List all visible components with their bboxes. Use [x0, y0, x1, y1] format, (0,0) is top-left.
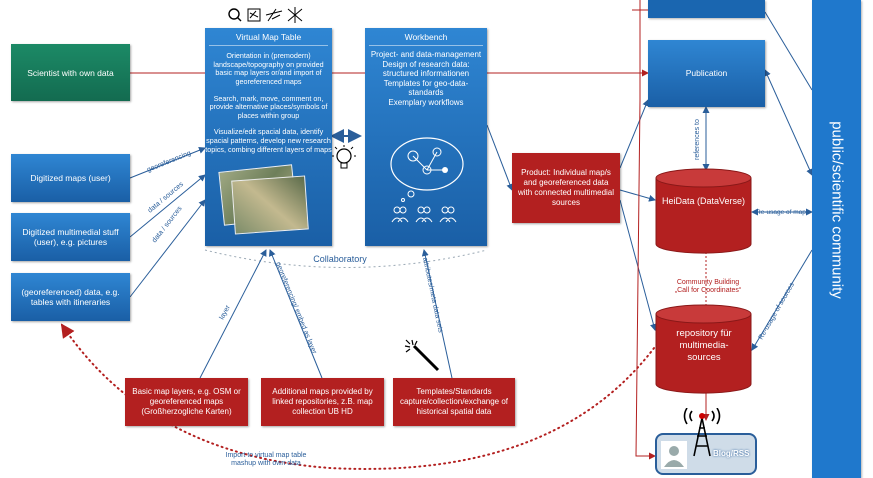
- community-building-text: Community Building „Call for Coordinates…: [658, 279, 758, 296]
- lightbulb-icon: [332, 145, 356, 169]
- basic-layers-box: Basic map layers, e.g. OSM or georeferen…: [125, 378, 248, 426]
- antenna-icon: [683, 408, 721, 457]
- label-layer: layer: [219, 304, 233, 321]
- scientist-box: Scientist with own data: [11, 44, 130, 101]
- label-attributes: attributes/meta data sets: [421, 257, 444, 334]
- import-text: Import to virtual map table mashup with …: [210, 452, 322, 469]
- heidata-label: HeiData (DataVerse): [661, 196, 746, 206]
- magnifier-icon: [228, 8, 240, 20]
- repository-cylinder: [655, 304, 752, 394]
- line-georef-data: [129, 199, 206, 298]
- network-icon: [287, 7, 303, 23]
- wb-line-1: Project- and data-management: [370, 50, 482, 59]
- top-blue-box: [648, 0, 765, 18]
- basic-layers-label: Basic map layers, e.g. OSM or georeferen…: [132, 387, 241, 416]
- label-references-to: references to: [694, 119, 701, 160]
- map-icon: [247, 8, 261, 22]
- blog-rss-label: Blog/RSS: [713, 449, 750, 458]
- label-georef-embed: georeferencing/ embed as layer: [274, 261, 318, 356]
- line-media-data: [129, 174, 206, 238]
- line-templates: [421, 249, 453, 379]
- line-product-repo: [619, 199, 657, 331]
- collaboratory-label: Collaboratory: [313, 254, 367, 264]
- line-product-heidata: [619, 189, 656, 202]
- wb-line-3: structured informationen: [382, 69, 470, 79]
- georef-data-label: (georeferenced) data, e.g. tables with i…: [21, 286, 120, 307]
- wb-line-6: Exemplary workflows: [388, 97, 464, 107]
- tool-icons: [228, 7, 303, 23]
- magic-wand-icon: [404, 339, 440, 372]
- wb-line-5: standards: [408, 88, 444, 98]
- product-label: Product: Individual map/s and georeferen…: [517, 168, 615, 207]
- line-workbench-product: [486, 124, 514, 191]
- line-maps-georef: [129, 146, 206, 179]
- route-icon: [265, 8, 283, 22]
- additional-maps-box: Additional maps provided by linked repos…: [261, 378, 384, 426]
- label-data-sources-2: data / sources: [151, 205, 184, 244]
- digitized-media-label: Digitized multimedial stuff (user), e.g.…: [22, 226, 119, 247]
- label-reusage-sources: Re-usage of sources: [758, 281, 797, 341]
- line-publication-community: [764, 69, 813, 176]
- import-line1: Import to virtual map table: [225, 452, 307, 459]
- additional-maps-label: Additional maps provided by linked repos…: [272, 387, 373, 416]
- vmt-text-search: Search, mark, move, comment on, provide …: [209, 93, 328, 120]
- line-basic-layers: [199, 249, 267, 379]
- digitized-maps-box: Digitized maps (user): [11, 154, 130, 202]
- wb-line-4: Templates for geo-data-: [383, 78, 469, 88]
- community-label: public/scientific community: [828, 121, 846, 299]
- line-red-vertical: [635, 0, 656, 460]
- people-icon: [391, 206, 457, 223]
- templates-box: Templates/Standards capture/collection/e…: [393, 378, 515, 426]
- publication-label: Publication: [685, 68, 728, 79]
- line-product-publication: [619, 99, 649, 169]
- wb-line-2: Design of research data:: [382, 59, 470, 69]
- publication-box: Publication: [648, 40, 765, 107]
- scientist-label: Scientist with own data: [27, 67, 114, 78]
- map-image-2: [231, 175, 309, 235]
- label-georeferencing: georeferencing: [146, 150, 192, 174]
- community-bar: public/scientific community: [812, 0, 861, 478]
- digitized-media-box: Digitized multimedial stuff (user), e.g.…: [11, 213, 130, 261]
- vmt-text-visualize: Visualize/edit spacial data, identify sp…: [205, 127, 332, 154]
- brainstorm-icon: [390, 137, 464, 202]
- vmt-text-orientation: Orientation in (premodern) landscape/top…: [213, 51, 324, 86]
- community-building-line1: Community Building: [676, 279, 740, 286]
- heidata-cylinder: [655, 168, 752, 254]
- line-reuse-sources: [751, 249, 813, 351]
- workbench-title: Workbench: [369, 28, 483, 46]
- georef-data-box: (georeferenced) data, e.g. tables with i…: [11, 273, 130, 321]
- product-box: Product: Individual map/s and georeferen…: [512, 153, 620, 223]
- line-additional-maps: [269, 249, 323, 379]
- templates-label: Templates/Standards capture/collection/e…: [399, 387, 509, 416]
- import-line2: mashup with own data: [231, 460, 301, 468]
- collaboratory-arc: [204, 249, 488, 268]
- community-building-line2: „Call for Coordinates“: [674, 287, 742, 295]
- workbench-box: Workbench Project- and data-management D…: [365, 28, 487, 246]
- label-reusage-maps: Re-usage of maps: [756, 209, 810, 216]
- user-icon: [661, 441, 687, 469]
- digitized-maps-label: Digitized maps (user): [30, 172, 111, 183]
- line-top-community: [764, 11, 813, 91]
- virtual-map-table-box: Virtual Map Table Orientation in (premod…: [205, 28, 332, 246]
- repository-label: repository für multimedia-sources: [676, 328, 732, 363]
- virtual-map-table-title: Virtual Map Table: [209, 28, 328, 46]
